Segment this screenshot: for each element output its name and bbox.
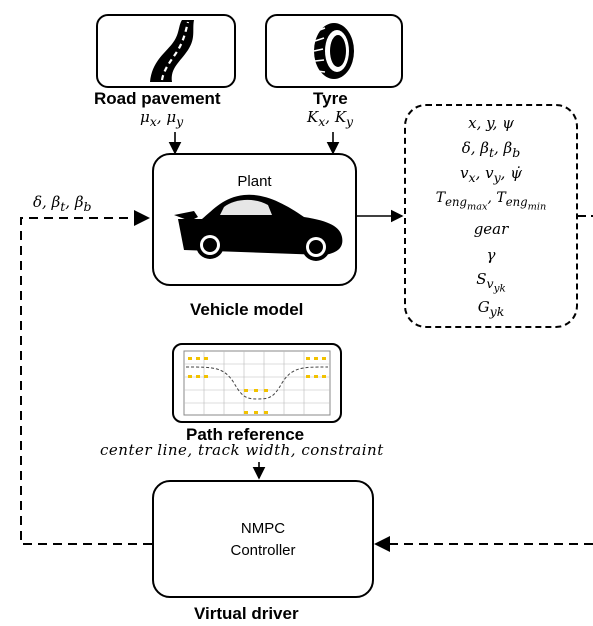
feedback-loop-dashed bbox=[20, 210, 152, 545]
tyre-icon bbox=[313, 23, 354, 79]
state-outputs-block: x, y, ψ δ, βt, βb vx, vy, ψ̇ Tengmax, Te… bbox=[404, 104, 578, 328]
output-s: Svyk bbox=[476, 270, 506, 295]
controller-line1: NMPC bbox=[240, 520, 286, 537]
virtual-driver-label: Virtual driver bbox=[194, 604, 299, 623]
tyre-block bbox=[265, 14, 403, 88]
road-pavement-block bbox=[96, 14, 236, 88]
output-position: x, y, ψ bbox=[468, 114, 514, 132]
vehicle-model-label: Vehicle model bbox=[190, 300, 304, 319]
output-g: Gyk bbox=[477, 298, 505, 319]
path-reference-label: Path reference bbox=[186, 425, 305, 444]
tyre-label: Tyre bbox=[313, 89, 348, 108]
road-pavement-label: Road pavement bbox=[94, 89, 221, 108]
controller-line2: Controller bbox=[230, 542, 296, 559]
output-inputs: δ, βt, βb bbox=[461, 139, 521, 160]
plant-title: Plant bbox=[237, 173, 272, 190]
output-engine-torque: Tengmax, Tengmin bbox=[435, 190, 547, 213]
path-reference-params: center line, track width, constraint bbox=[100, 441, 384, 459]
road-params: μx, μy bbox=[140, 108, 184, 129]
road-icon bbox=[150, 20, 194, 82]
output-gamma: γ bbox=[486, 246, 496, 264]
feedback-inputs-label: δ, βt, βb bbox=[33, 193, 92, 214]
nmpc-controller-block: NMPC Controller bbox=[152, 480, 374, 598]
output-gear: gear bbox=[473, 220, 509, 238]
plant-block: Plant bbox=[152, 153, 357, 286]
track-plot-icon bbox=[183, 350, 331, 416]
path-reference-block bbox=[172, 343, 342, 423]
output-velocities: vx, vy, ψ̇ bbox=[460, 164, 522, 185]
race-car-icon bbox=[174, 194, 343, 261]
tyre-params: Kx, Ky bbox=[307, 108, 354, 129]
